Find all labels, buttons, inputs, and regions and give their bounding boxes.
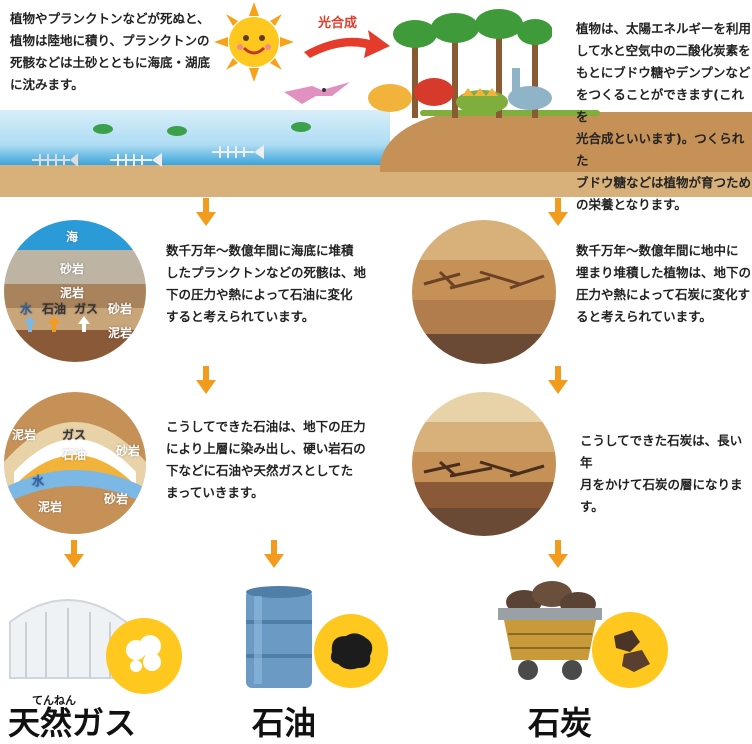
- text-line: もとにブドウ糖やデンプンなど: [576, 65, 751, 80]
- text-line: 植物は陸地に積り、プランクトンの: [10, 33, 210, 48]
- label-sandstone: 砂岩: [116, 444, 141, 458]
- down-arrow-icon: [64, 540, 84, 568]
- up-arrow-icon: [78, 316, 90, 332]
- fish-skeleton-icon: [32, 153, 78, 167]
- oil-stage1-text: 数千万年～数億年間に海底に堆積 したプランクトンなどの死骸は、地 下の圧力や熱に…: [166, 240, 396, 328]
- label-sandstone: 砂岩: [104, 492, 129, 506]
- up-arrow-icon: [48, 316, 60, 332]
- label-sandstone: 砂岩: [108, 302, 133, 316]
- text-line: に沈みます。: [10, 77, 84, 92]
- text-line: したプランクトンなどの死骸は、地: [166, 265, 367, 280]
- oil-stage2-diagram: 泥岩 ガス 石油 砂岩 水 泥岩 砂岩: [4, 392, 146, 534]
- plankton-leaf-icon: [167, 126, 187, 136]
- text-line: して水と空気中の二酸化炭素を: [576, 43, 751, 58]
- oil-barrel-icon: [246, 586, 312, 688]
- fish-skeleton-icon: [110, 153, 162, 167]
- label-mudstone: 泥岩: [60, 286, 85, 300]
- text-line: 数千万年～数億年間に海底に堆積: [166, 243, 354, 258]
- coal-cart-icon: [498, 581, 602, 680]
- text-line: まっていきます。: [166, 485, 264, 500]
- grass-line: [420, 110, 600, 116]
- photosynthesis-label: 光合成: [318, 16, 358, 31]
- text-line: 死骸などは土砂とともに海底・湖底: [10, 55, 211, 70]
- coal-stage1-diagram: [412, 220, 556, 364]
- label-sandstone: 砂岩: [60, 262, 85, 276]
- label-mudstone: 泥岩: [12, 428, 37, 442]
- fish-skeleton-icon: [212, 145, 264, 159]
- coal-stage2-diagram: [412, 392, 556, 536]
- down-arrow-icon: [264, 540, 284, 568]
- down-arrow-icon: [196, 198, 216, 226]
- dinosaurs-icon: [368, 68, 552, 114]
- text-line: により上層に染み出し、硬い岩石の: [166, 441, 366, 456]
- down-arrow-icon: [548, 198, 568, 226]
- shore-land: [380, 112, 752, 172]
- natural-gas-ruby: てんねん: [32, 694, 76, 707]
- coal-label: 石炭: [528, 704, 593, 742]
- down-arrow-icon: [196, 366, 216, 394]
- text-line: をつくることができます(これを: [576, 87, 744, 124]
- buried-plants-icon: [423, 270, 545, 290]
- label-mudstone: 泥岩: [38, 500, 63, 514]
- text-line: の栄養となります。: [576, 197, 687, 212]
- down-arrow-icon: [548, 540, 568, 568]
- coal-seam-icon: [423, 460, 545, 478]
- coal-stage1-text: 数千万年～数億年間に地中に 埋まり堆積した植物は、地下の 圧力や熱によって石炭に…: [576, 240, 752, 328]
- text-line: 月をかけて石炭の層になりま: [580, 477, 743, 492]
- text-line: 数千万年～数億年間に地中に: [576, 243, 739, 258]
- text-line: 圧力や熱によって石炭に変化す: [576, 287, 751, 302]
- natural-gas-label: 天然ガス: [8, 704, 137, 742]
- text-line: ブドウ糖などは植物が育つため: [576, 175, 752, 190]
- trees-icon: [393, 9, 552, 118]
- plankton-leaf-icon: [93, 124, 113, 134]
- text-line: こうしてできた石炭は、長い年: [580, 433, 743, 470]
- text-line: 植物は、太陽エネルギーを利用: [576, 21, 752, 36]
- label-sea: 海: [66, 230, 79, 244]
- top-right-text: 植物は、太陽エネルギーを利用 して水と空気中の二酸化炭素を もとにブドウ糖やデン…: [576, 18, 752, 216]
- top-left-text: 植物やプランクトンなどが死ぬと、 植物は陸地に積り、プランクトンの 死骸などは土…: [10, 8, 230, 96]
- label-water: 水: [32, 474, 45, 488]
- anticline-layers: [4, 422, 146, 534]
- photosynthesis-arrow-icon: [304, 30, 390, 58]
- label-gas: ガス: [74, 302, 99, 316]
- oil-label: 石油: [252, 704, 317, 742]
- text-line: こうしてできた石油は、地下の圧力: [166, 419, 366, 434]
- label-mudstone: 泥岩: [108, 326, 133, 340]
- coal-stage2-text: こうしてできた石炭は、長い年 月をかけて石炭の層になりま す。: [580, 430, 752, 518]
- label-oil: 石油: [42, 302, 67, 316]
- coal-lump-icon: [614, 630, 650, 672]
- oil-stage2-text: こうしてできた石油は、地下の圧力 により上層に染み出し、硬い岩石の 下などに石油…: [166, 416, 396, 504]
- gas-cloud-icon: [126, 635, 161, 672]
- up-arrow-icon: [24, 316, 36, 332]
- text-line: 光合成といいます)。つくられた: [576, 131, 745, 168]
- label-water: 水: [20, 302, 33, 316]
- text-line: す。: [580, 499, 604, 514]
- label-oil: 石油: [62, 448, 87, 462]
- text-line: すると考えられています。: [166, 309, 315, 324]
- text-line: 植物やプランクトンなどが死ぬと、: [10, 11, 210, 26]
- label-gas: ガス: [62, 428, 87, 442]
- top-scene: 光合成: [0, 0, 752, 200]
- text-line: 下の圧力や熱によって石油に変化: [166, 287, 353, 302]
- sun-icon: [214, 2, 294, 82]
- oil-drop-icon: [330, 633, 373, 670]
- text-line: ると考えられています。: [576, 309, 712, 324]
- oil-stage1-diagram: 海 砂岩 泥岩 水 石油 ガス 砂岩 泥岩: [4, 220, 146, 362]
- plankton-leaf-icon: [291, 122, 311, 132]
- down-arrow-icon: [548, 366, 568, 394]
- pterodactyl-icon: [284, 82, 350, 104]
- text-line: 下などに石油や天然ガスとしてた: [166, 463, 354, 478]
- text-line: 埋まり堆積した植物は、地下の: [576, 265, 752, 280]
